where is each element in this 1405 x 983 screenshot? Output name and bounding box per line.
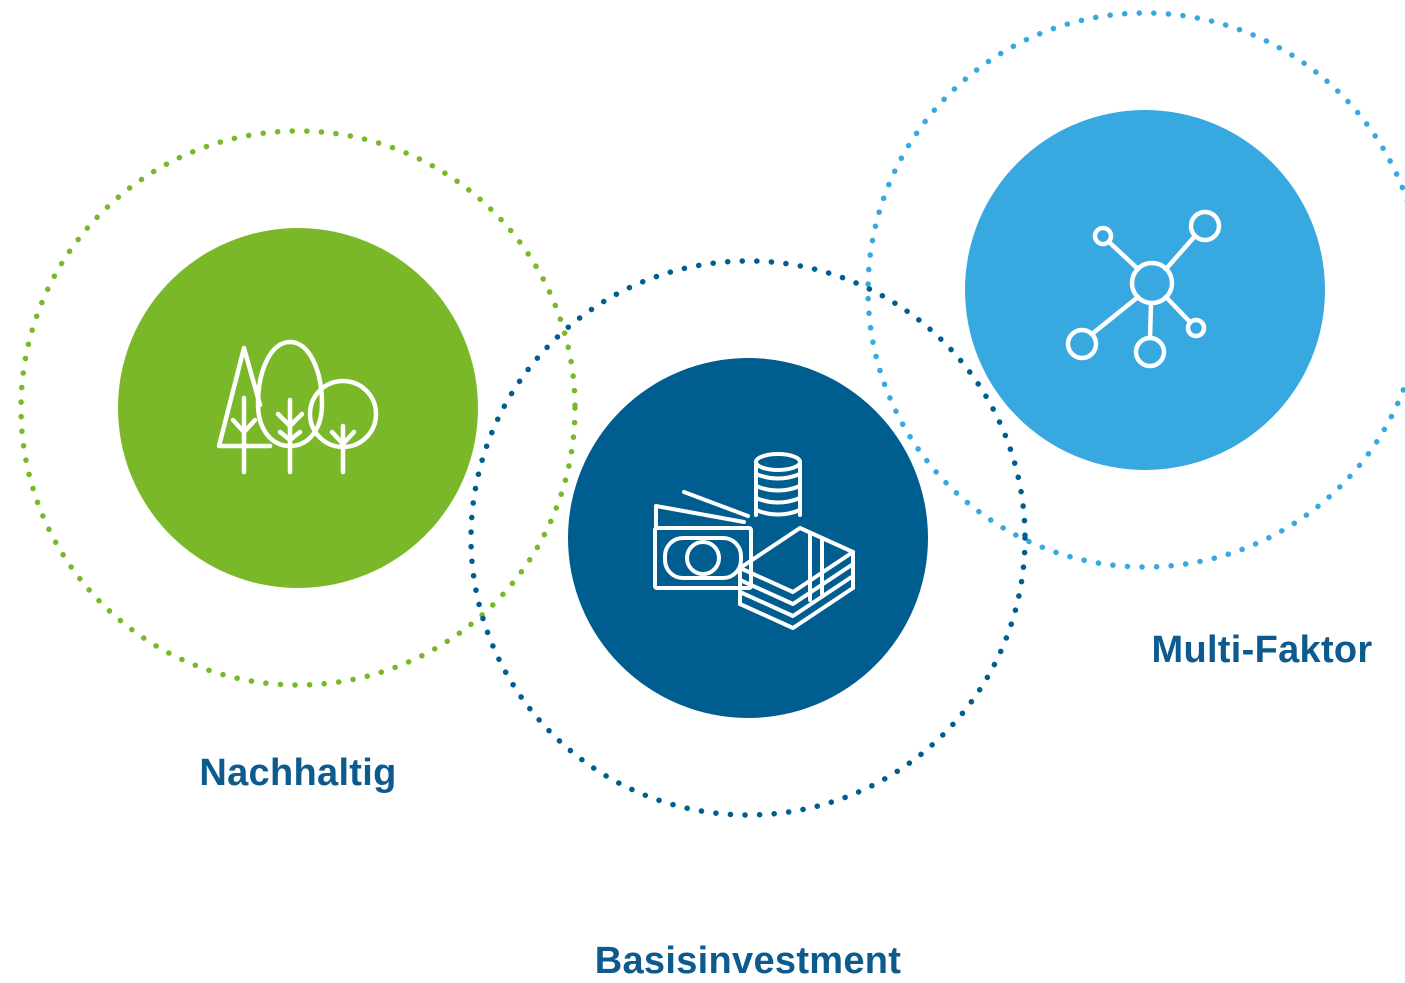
label-nachhaltig: Nachhaltig — [199, 752, 397, 794]
nachhaltig-dotted-ring — [18, 128, 578, 688]
basisinvestment-circle — [568, 358, 928, 718]
money-coins-icon — [653, 452, 855, 630]
basisinvestment-dotted-ring — [468, 258, 1028, 818]
nachhaltig-circle — [118, 228, 478, 588]
trees-icon — [216, 339, 379, 475]
label-basisinvestment: Basisinvestment — [594, 940, 902, 982]
multifaktor-circle — [965, 110, 1325, 470]
label-multi-faktor: Multi-Faktor — [1151, 629, 1373, 671]
network-nodes-icon — [1065, 209, 1222, 369]
